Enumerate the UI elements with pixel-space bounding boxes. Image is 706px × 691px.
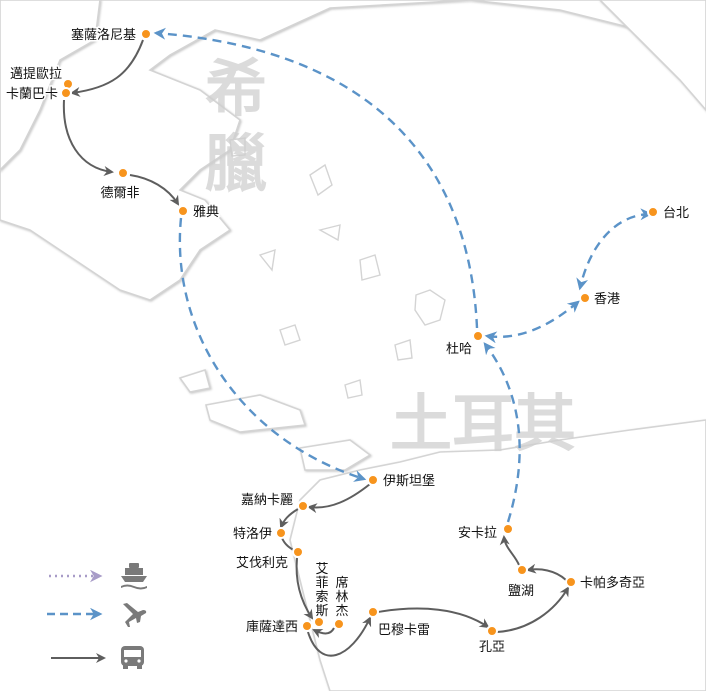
route-hongkong-doha bbox=[484, 300, 580, 344]
plane-icon bbox=[123, 603, 147, 627]
city-dot-canakkale[interactable] bbox=[297, 500, 309, 512]
legend-item-ship bbox=[49, 563, 147, 590]
country-label-greece-1: 希 bbox=[205, 52, 267, 125]
city-dot-sirince[interactable] bbox=[333, 618, 345, 630]
route-kalambaka-delphi bbox=[62, 99, 114, 176]
ship-icon bbox=[121, 563, 147, 590]
city-dot-konya[interactable] bbox=[486, 625, 498, 637]
route-konya-cappadocia bbox=[496, 586, 570, 633]
legend bbox=[47, 563, 147, 669]
route-cappadocia-saltlake bbox=[526, 563, 567, 581]
svg-text:艾: 艾 bbox=[315, 562, 328, 577]
city-dot-ephesus[interactable] bbox=[313, 616, 325, 628]
city-label-meteora: 邁提歐拉 bbox=[10, 66, 62, 82]
city-label-ephesus: 艾 菲 索 斯 bbox=[314, 561, 330, 621]
city-dot-thessaloniki[interactable] bbox=[140, 28, 152, 40]
city-labels: 塞薩洛尼基 邁提歐拉 卡蘭巴卡 德爾非 雅典 伊斯坦堡 嘉納卡麗 特洛伊 艾伐利… bbox=[4, 26, 690, 657]
city-label-taipei: 台北 bbox=[663, 206, 689, 221]
city-dot-istanbul[interactable] bbox=[367, 474, 379, 486]
route-kusadasi-pamukkale bbox=[307, 616, 372, 657]
svg-text:杰: 杰 bbox=[335, 604, 348, 619]
route-doha-thessaloniki bbox=[153, 27, 479, 329]
city-label-cappadocia: 卡帕多奇亞 bbox=[580, 575, 645, 591]
city-label-ankara: 安卡拉 bbox=[458, 526, 497, 541]
route-ankara-doha bbox=[483, 342, 521, 523]
city-label-salt-lake: 鹽湖 bbox=[508, 584, 534, 599]
city-dot-kalambaka[interactable] bbox=[60, 87, 72, 99]
route-sirince-kusadasi bbox=[312, 627, 335, 639]
city-label-hong-kong: 香港 bbox=[594, 292, 620, 307]
city-label-kalambaka: 卡蘭巴卡 bbox=[6, 86, 58, 102]
city-dots bbox=[60, 28, 659, 637]
city-label-konya: 孔亞 bbox=[479, 640, 505, 655]
route-canakkale-troy bbox=[279, 508, 299, 529]
city-label-sirince: 席 林 杰 bbox=[334, 574, 350, 621]
city-dot-delphi[interactable] bbox=[117, 167, 129, 179]
bus-routes bbox=[62, 39, 570, 657]
city-label-delphi: 德爾非 bbox=[100, 186, 139, 201]
route-saltlake-ankara bbox=[499, 535, 520, 566]
city-label-pamukkale: 巴穆卡雷 bbox=[378, 623, 430, 638]
country-label-turkey-3: 其 bbox=[514, 387, 576, 460]
city-dot-ankara[interactable] bbox=[502, 523, 514, 535]
route-pamukkale-konya bbox=[377, 607, 490, 629]
city-label-athens: 雅典 bbox=[193, 205, 219, 220]
svg-text:斯: 斯 bbox=[315, 604, 328, 619]
route-athens-istanbul bbox=[178, 217, 367, 482]
svg-text:林: 林 bbox=[335, 590, 348, 605]
city-label-ayvalik: 艾伐利克 bbox=[236, 556, 288, 571]
legend-item-bus bbox=[51, 646, 144, 669]
country-label-turkey-2: 耳 bbox=[452, 387, 514, 460]
route-ayvalik-kusadasi bbox=[295, 557, 314, 620]
bus-icon bbox=[121, 646, 144, 669]
city-dot-salt-lake[interactable] bbox=[516, 564, 528, 576]
city-label-canakkale: 嘉納卡麗 bbox=[241, 493, 293, 508]
city-label-troy: 特洛伊 bbox=[233, 527, 272, 542]
city-dot-doha[interactable] bbox=[472, 330, 484, 342]
legend-item-plane bbox=[47, 603, 147, 627]
city-dot-athens[interactable] bbox=[177, 205, 189, 217]
route-istanbul-canakkale bbox=[307, 483, 371, 514]
route-taipei-hongkong bbox=[576, 208, 653, 291]
city-dot-kusadasi[interactable] bbox=[301, 620, 313, 632]
country-label-turkey-1: 土 bbox=[390, 387, 452, 460]
city-dot-ayvalik[interactable] bbox=[292, 546, 304, 558]
air-routes bbox=[153, 27, 653, 523]
svg-text:菲: 菲 bbox=[315, 576, 328, 591]
svg-text:席: 席 bbox=[335, 575, 348, 591]
route-thessaloniki-kalambaka bbox=[70, 39, 144, 97]
city-label-kusadasi: 庫薩達西 bbox=[246, 620, 298, 635]
svg-text:索: 索 bbox=[315, 590, 328, 605]
city-dot-cappadocia[interactable] bbox=[565, 576, 577, 588]
city-label-thessaloniki: 塞薩洛尼基 bbox=[71, 27, 136, 43]
city-dot-taipei[interactable] bbox=[647, 206, 659, 218]
city-dot-hong-kong[interactable] bbox=[579, 292, 591, 304]
city-label-istanbul: 伊斯坦堡 bbox=[383, 473, 435, 489]
route-delphi-athens bbox=[129, 174, 180, 206]
city-dot-troy[interactable] bbox=[275, 527, 287, 539]
city-label-doha: 杜哈 bbox=[446, 342, 472, 357]
country-label-greece-2: 臘 bbox=[205, 127, 267, 200]
city-dot-pamukkale[interactable] bbox=[367, 606, 379, 618]
